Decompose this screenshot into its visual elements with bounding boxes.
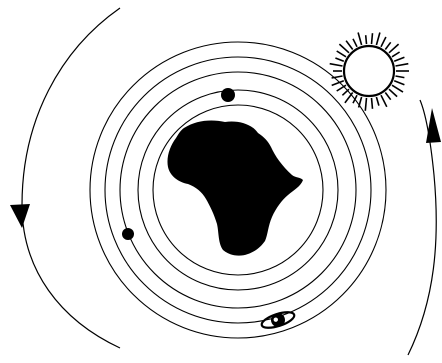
- sun-ray: [394, 81, 404, 85]
- sun-ray: [396, 64, 409, 66]
- left-arrow-down: [10, 8, 120, 348]
- sun-ray: [385, 42, 390, 49]
- sun-ray: [385, 93, 390, 100]
- sun-ray: [366, 35, 367, 44]
- sun-ray: [381, 95, 387, 107]
- sun-ray: [345, 93, 353, 103]
- sun-ray: [389, 44, 399, 53]
- sun-ray: [342, 89, 349, 95]
- sun-ray: [389, 89, 397, 96]
- sun-icon: [330, 33, 409, 111]
- sun-ray: [358, 33, 362, 46]
- sun-ray: [396, 76, 405, 78]
- right-arrow-up: [408, 100, 441, 355]
- small-planet-top: [221, 88, 235, 102]
- small-planet-left: [122, 228, 134, 240]
- sun-ray: [394, 57, 404, 61]
- sun-ray: [365, 98, 366, 111]
- sun-ray: [337, 51, 346, 57]
- africa-silhouette: [167, 120, 303, 255]
- sun-ray: [376, 97, 379, 106]
- sun-ray: [392, 52, 400, 57]
- sun-ray: [381, 37, 386, 47]
- sun-ray: [335, 58, 343, 61]
- sun-ray: [353, 39, 357, 47]
- sun-ray: [339, 44, 349, 53]
- sun-ray: [376, 33, 380, 46]
- sun-ray: [372, 33, 373, 44]
- sun-ray: [392, 85, 403, 92]
- sun-ray: [330, 64, 343, 66]
- sun-ray: [346, 41, 353, 50]
- sun-ray: [372, 98, 373, 109]
